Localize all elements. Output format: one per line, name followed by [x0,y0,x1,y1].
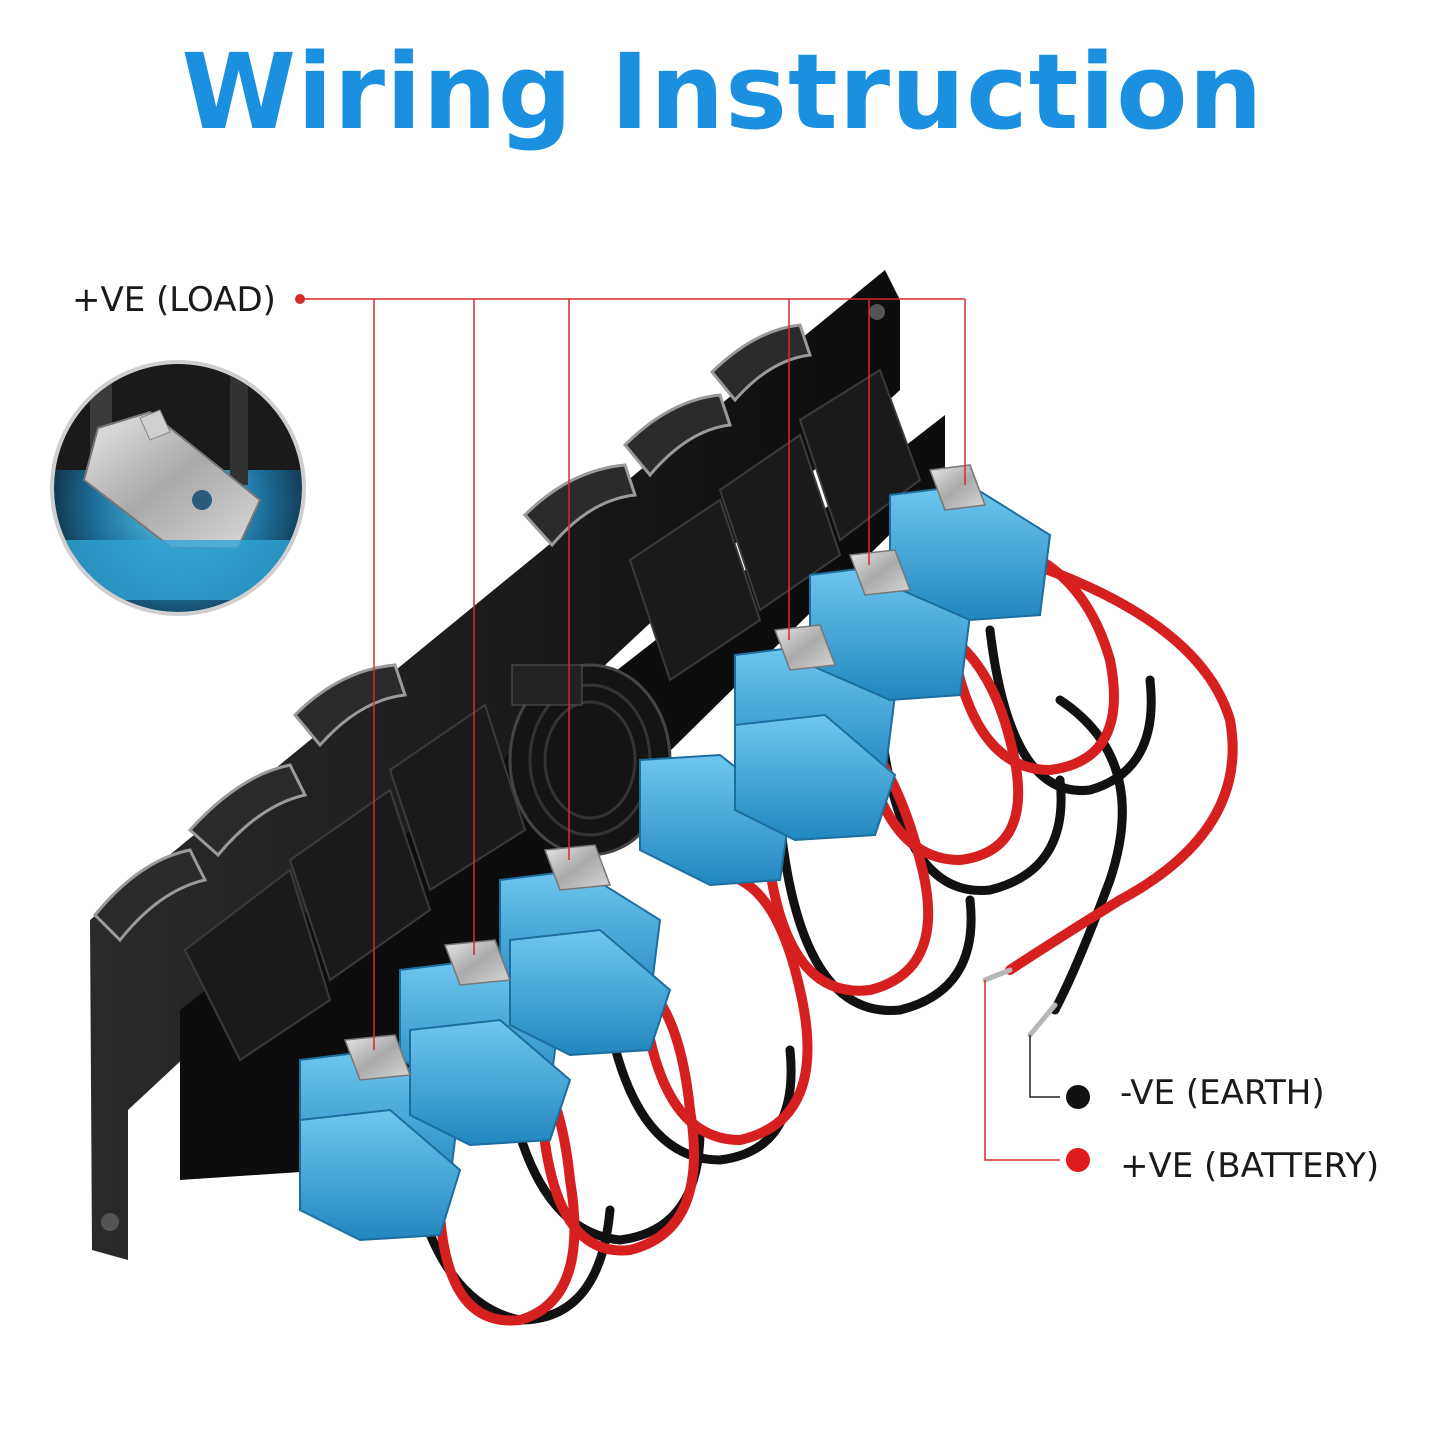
earth-dot [1066,1085,1090,1109]
earth-label: -VE (EARTH) [1120,1073,1325,1113]
battery-lead-tips [985,970,1055,1035]
load-label: +VE (LOAD) [72,280,276,320]
page-title: Wiring Instruction [0,22,1445,162]
terminal-zoom-inset [50,360,310,620]
battery-label: +VE (BATTERY) [1120,1146,1379,1186]
earth-leader-line [1030,1035,1060,1097]
battery-dot [1066,1148,1090,1172]
load-dot [295,294,305,304]
